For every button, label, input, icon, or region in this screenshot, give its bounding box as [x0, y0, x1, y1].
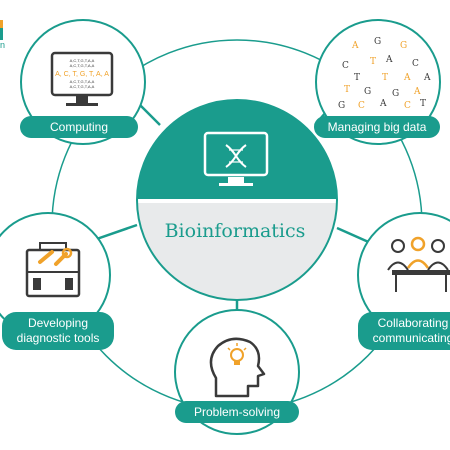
svg-text:T: T — [344, 85, 350, 95]
svg-text:A: A — [385, 55, 393, 65]
monitor-dna-icon — [203, 131, 269, 186]
sequence-line-4: A,C,T,G,T,A,A — [70, 84, 95, 89]
svg-text:C: C — [358, 101, 365, 111]
svg-text:C: C — [412, 59, 419, 69]
label-diagnostic-line1: Developing — [27, 316, 89, 330]
sequence-line-2: A,C,T,G,T,A,A — [70, 63, 95, 68]
svg-text:A: A — [413, 87, 421, 97]
sequence-line-1: A,C,T,G,T,A,A — [70, 58, 95, 63]
svg-text:C: C — [404, 101, 411, 111]
svg-text:G: G — [400, 41, 407, 51]
svg-text:G: G — [392, 89, 399, 99]
svg-text:T: T — [420, 99, 426, 109]
label-collaborating-line1: Collaborating — [377, 316, 449, 330]
svg-text:A: A — [423, 73, 431, 83]
label-problem-solving: Problem-solving — [175, 401, 299, 423]
label-computing: Computing — [20, 116, 138, 138]
dna-letters-cloud: A G G C T A C T T A A T G G A G C A C T — [338, 37, 431, 111]
svg-text:C: C — [342, 61, 349, 71]
label-collaborating: Collaborating communicating — [358, 312, 450, 350]
svg-text:G: G — [364, 87, 371, 97]
svg-text:A: A — [379, 99, 387, 109]
svg-text:T: T — [382, 73, 388, 83]
node-big-data-circle — [315, 19, 441, 145]
label-diagnostic-line2: diagnostic tools — [16, 331, 100, 345]
label-collaborating-line2: communicating — [372, 331, 450, 345]
svg-text:G: G — [338, 101, 345, 111]
label-diagnostic-tools: Developing diagnostic tools — [2, 312, 114, 350]
svg-text:n: n — [0, 40, 5, 50]
sequence-line-3: A,C,T,G,T,A,A — [70, 79, 95, 84]
logo-fragment: n — [0, 20, 5, 50]
svg-text:A: A — [403, 73, 411, 83]
sequence-highlight: A, C, T, G, T, A, A — [55, 71, 109, 78]
svg-text:G: G — [374, 37, 381, 47]
svg-text:T: T — [354, 73, 360, 83]
toolbox-icon — [25, 242, 81, 298]
computer-screen-icon: A,C,T,G,T,A,A A,C,T,G,T,A,A A, C, T, G, … — [50, 51, 114, 106]
svg-text:T: T — [370, 57, 376, 67]
center-title: Bioinformatics — [164, 220, 306, 242]
svg-text:A: A — [351, 41, 359, 51]
head-lightbulb-icon — [209, 337, 266, 398]
label-managing-big-data: Managing big data — [314, 116, 440, 138]
people-meeting-icon — [387, 236, 450, 292]
